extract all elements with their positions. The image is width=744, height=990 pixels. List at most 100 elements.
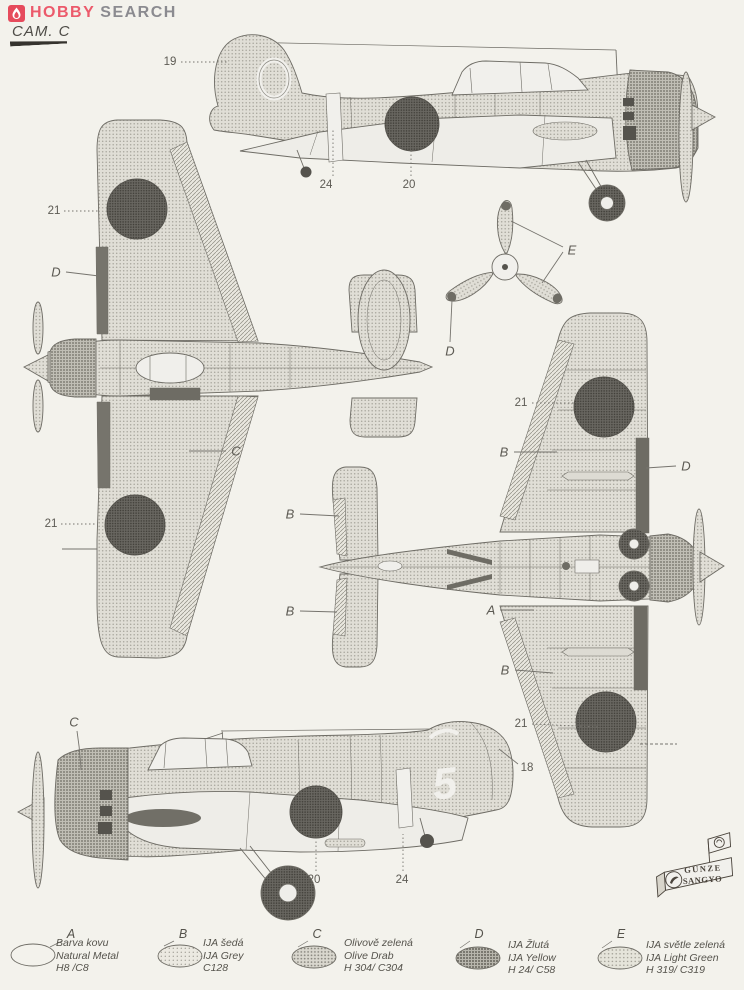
callout-E: E bbox=[567, 242, 577, 258]
lower-wing bbox=[96, 395, 259, 659]
propeller-blade bbox=[31, 751, 45, 889]
spinner-top-view bbox=[23, 354, 49, 382]
hinomaru bbox=[289, 785, 343, 839]
callout-24: 24 bbox=[319, 179, 333, 191]
header: HOBBY SEARCH CAM. C bbox=[8, 4, 177, 45]
cowling-top-view bbox=[49, 338, 97, 398]
tail-marking-numeral: 5 bbox=[430, 758, 460, 809]
upper-wing-hinomaru bbox=[573, 376, 635, 438]
swatch-olive-drab bbox=[291, 945, 337, 969]
color-code: H8 /C8 bbox=[56, 962, 89, 974]
exhaust-stubs bbox=[98, 790, 112, 834]
lower-aileron-hatch bbox=[169, 395, 259, 637]
callout-20: 20 bbox=[307, 874, 321, 886]
callout-21: 21 bbox=[44, 518, 58, 530]
upper-leading-edge-strip bbox=[95, 246, 109, 335]
engine-cowling bbox=[54, 747, 129, 861]
antenna-wire bbox=[222, 728, 431, 732]
brand-word-hobby: HOBBY bbox=[30, 4, 96, 21]
callout-21: 21 bbox=[47, 205, 61, 217]
flap-hinge-lower bbox=[561, 647, 635, 657]
elevator-hatch-lower bbox=[332, 577, 348, 637]
callout-20: 20 bbox=[402, 179, 416, 191]
upper-wing bbox=[96, 119, 259, 342]
callout-C: C bbox=[231, 443, 241, 459]
tail-wheel bbox=[420, 834, 434, 848]
canopy bbox=[147, 737, 253, 771]
exhaust-stubs bbox=[623, 98, 636, 140]
color-name-local: IJA šedá bbox=[203, 937, 244, 949]
figure-plan-view bbox=[23, 119, 434, 659]
figure-bottom-view bbox=[318, 312, 725, 828]
callout-B: B bbox=[499, 444, 509, 460]
color-code: H 319/ C319 bbox=[646, 964, 705, 976]
callout-21: 21 bbox=[514, 397, 528, 409]
lower-leading-edge-strip bbox=[96, 401, 111, 489]
callout-C: C bbox=[69, 714, 79, 730]
spinner bbox=[691, 104, 716, 131]
callout-19: 19 bbox=[163, 56, 177, 68]
fuselage-band bbox=[325, 92, 344, 163]
upper-wing-hinomaru bbox=[106, 178, 168, 240]
color-name-en: IJA Light Green bbox=[646, 951, 719, 964]
legend-letter: A bbox=[66, 927, 76, 941]
color-name-local: IJA světle zelená bbox=[646, 939, 725, 951]
figure-propeller-detail bbox=[443, 200, 567, 308]
swatch-natural-metal bbox=[10, 943, 56, 967]
color-name-local: IJA Žlutá bbox=[508, 939, 550, 951]
color-name-en: Olive Drab bbox=[344, 949, 394, 962]
color-name-en: IJA Yellow bbox=[508, 951, 556, 964]
upper-aileron-hatch bbox=[169, 141, 259, 343]
color-code: C128 bbox=[203, 962, 229, 974]
elevator-hatch-upper bbox=[332, 497, 348, 557]
stamp-word1: GUNZE bbox=[684, 862, 722, 875]
lower-wing-hinomaru bbox=[575, 691, 637, 753]
color-name-en: Natural Metal bbox=[56, 949, 119, 962]
color-name-en: IJA Grey bbox=[203, 949, 244, 962]
figure-side-profile-top bbox=[209, 34, 716, 222]
callout-B: B bbox=[285, 603, 295, 619]
tailwheel-bottom-view bbox=[377, 560, 403, 572]
prop-blade-up bbox=[32, 301, 44, 355]
gunze-sangyo-stamp: GUNZE SANGYO bbox=[652, 832, 744, 904]
upper-leading-edge-strip bbox=[635, 437, 650, 534]
prop-blade-down bbox=[32, 379, 44, 433]
underwing-store bbox=[324, 838, 366, 848]
hobbysearch-flame-icon bbox=[8, 4, 25, 22]
callout-B: B bbox=[285, 506, 295, 522]
lower-wing-hinomaru bbox=[104, 494, 166, 556]
wing-root-panel bbox=[109, 791, 469, 853]
callout-D: D bbox=[445, 343, 455, 359]
engine-cowling bbox=[649, 533, 701, 603]
hinomaru bbox=[384, 96, 440, 152]
callout-D: D bbox=[681, 458, 691, 474]
lower-wing bbox=[499, 605, 649, 828]
callout-A: A bbox=[486, 602, 496, 618]
color-name-local: Barva kovu bbox=[56, 937, 109, 949]
callout-24: 24 bbox=[395, 874, 409, 886]
canopy bbox=[451, 60, 589, 96]
camouflage-scheme-label: CAM. C bbox=[12, 23, 71, 40]
callout-21: 21 bbox=[514, 718, 528, 730]
propeller-blade bbox=[678, 71, 694, 203]
color-code: H 304/ C304 bbox=[344, 962, 403, 974]
fin-top-view bbox=[357, 269, 411, 371]
stabilizer-lower bbox=[349, 397, 418, 438]
legend-letter: E bbox=[616, 927, 626, 941]
legend-letter: C bbox=[312, 927, 322, 941]
legend-letter: D bbox=[474, 927, 484, 941]
cockpit-opening bbox=[135, 352, 205, 384]
lower-flap-hatch bbox=[499, 617, 575, 799]
flap-hinge-upper bbox=[561, 471, 635, 481]
tail-wheel bbox=[300, 166, 312, 178]
antenna-wire bbox=[236, 41, 617, 51]
callout-D: D bbox=[51, 264, 61, 280]
swatch-ija-grey bbox=[157, 944, 203, 968]
aft-dark-panel bbox=[149, 387, 201, 401]
swatch-ija-light-green bbox=[597, 946, 643, 970]
callout-leader-lines bbox=[49, 61, 677, 949]
lower-leading-edge-strip bbox=[633, 605, 648, 691]
spinner bbox=[699, 551, 725, 583]
